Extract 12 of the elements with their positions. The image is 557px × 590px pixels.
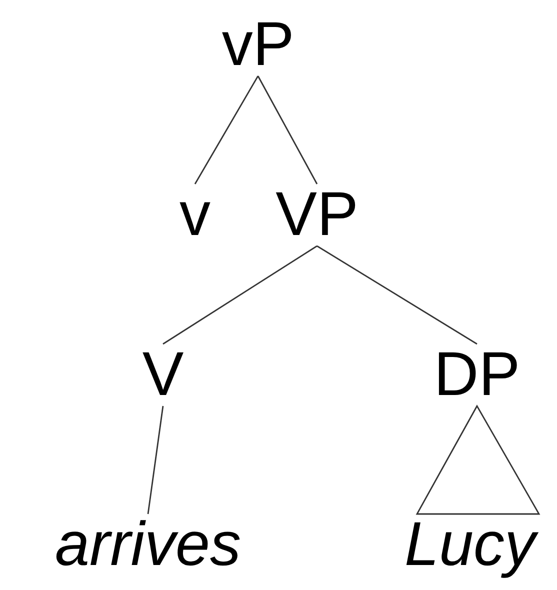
tree-branch [316, 245, 478, 345]
category-label: V [142, 344, 184, 406]
tree-branch [257, 76, 318, 184]
triangle-branch [416, 404, 540, 515]
category-label: v [180, 184, 210, 246]
tree-branch [162, 245, 318, 345]
category-label: DP [434, 344, 520, 406]
category-label: VP [276, 184, 358, 246]
category-label: vP [222, 14, 294, 76]
tree-branch [147, 406, 164, 514]
tree-branch [194, 76, 259, 184]
word-leaf: arrives [54, 514, 242, 576]
